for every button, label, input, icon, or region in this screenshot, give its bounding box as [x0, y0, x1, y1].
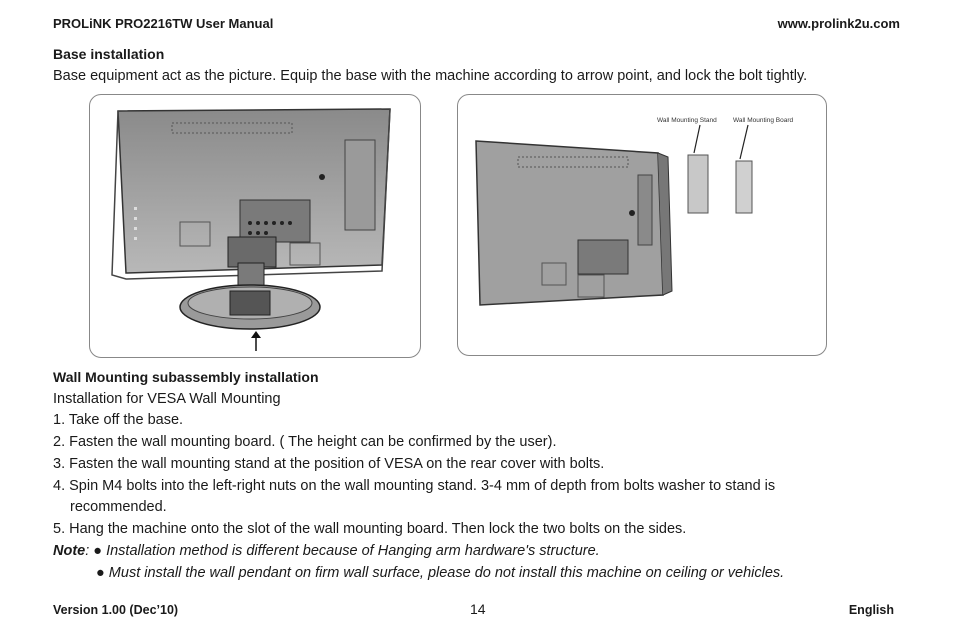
wall-mount-illustration: Wall Mounting Stand Wall Mounting Board: [475, 117, 793, 306]
page-number: 14: [470, 601, 486, 617]
bullet-icon: ●: [96, 565, 105, 581]
note-line-1: Note: ● Installation method is different…: [53, 543, 600, 559]
step-4-continued: recommended.: [70, 499, 167, 515]
note-colon: :: [85, 543, 90, 559]
step-2: 2. Fasten the wall mounting board. ( The…: [53, 434, 557, 450]
bullet-icon: ●: [93, 543, 103, 559]
note-text-2: Must install the wall pendant on firm wa…: [108, 565, 785, 581]
manual-title: PROLiNK PRO2216TW User Manual: [53, 16, 274, 31]
note-label: Note: [53, 543, 86, 559]
vesa-subtitle: Installation for VESA Wall Mounting: [53, 391, 281, 407]
step-3: 3. Fasten the wall mounting stand at the…: [53, 456, 605, 472]
step-4: 4. Spin M4 bolts into the left-right nut…: [53, 478, 776, 494]
note-text-1: Installation method is different because…: [106, 543, 600, 559]
website-url: www.prolink2u.com: [777, 16, 900, 31]
version-label: Version 1.00 (Dec’10): [53, 603, 179, 617]
language-label: English: [848, 603, 894, 617]
tv-with-base-illustration: [111, 108, 391, 351]
wall-mounting-stand-label: Wall Mounting Stand: [657, 117, 717, 124]
wall-mounting-board-label: Wall Mounting Board: [733, 117, 793, 124]
note-line-2: ● Must install the wall pendant on firm …: [96, 565, 784, 581]
wall-mounting-heading: Wall Mounting subassembly installation: [53, 369, 319, 385]
base-installation-heading: Base installation: [53, 46, 165, 62]
step-5: 5. Hang the machine onto the slot of the…: [53, 521, 687, 537]
step-1: 1. Take off the base.: [53, 412, 184, 428]
base-installation-figure: [89, 94, 421, 358]
base-installation-text: Base equipment act as the picture. Equip…: [53, 68, 808, 84]
wall-mount-figure: Wall Mounting Stand Wall Mounting Board: [457, 94, 827, 356]
